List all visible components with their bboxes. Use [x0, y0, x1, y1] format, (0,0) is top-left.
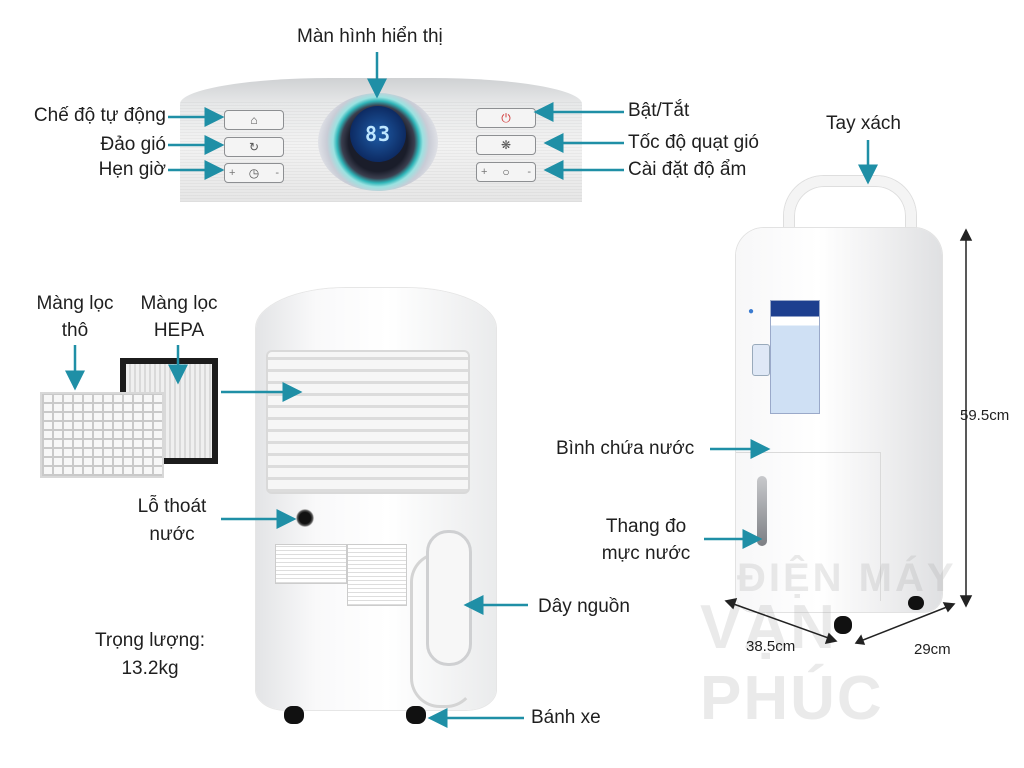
power-button[interactable]: ⏻: [476, 108, 536, 128]
cord-holder: [426, 530, 472, 666]
water-tank-outline: [736, 452, 881, 601]
label-level-gauge-2: mực nước: [601, 543, 691, 564]
display-screen: 83: [350, 106, 406, 162]
label-fan-speed: Tốc độ quạt gió: [628, 132, 759, 153]
wheel-left: [284, 706, 304, 724]
wheel-front: [834, 616, 852, 634]
humidity-button[interactable]: +○-: [476, 162, 536, 182]
watermark-line-1: ĐIỆN MÁY: [737, 556, 957, 600]
label-swing: Đảo gió: [100, 134, 167, 155]
label-water-tank: Bình chứa nước: [556, 438, 695, 459]
dimension-height: 59.5cm: [960, 407, 1010, 424]
coarse-filter-image: [40, 392, 164, 478]
drain-hole: [296, 509, 314, 527]
label-weight-1: Trọng lượng:: [94, 630, 206, 651]
brand-logo: ●: [748, 306, 755, 317]
wheel-right: [406, 706, 426, 724]
dehumidifier-side: [736, 228, 942, 612]
water-level-window: [757, 476, 767, 546]
label-hepa-filter-2: HEPA: [153, 320, 205, 341]
label-weight-2: 13.2kg: [121, 658, 179, 679]
label-auto-mode: Chế độ tự động: [33, 105, 166, 126]
label-coarse-filter-1: Màng lọc: [36, 293, 114, 314]
auto-mode-button[interactable]: ⌂: [224, 110, 284, 130]
label-humidity-setting: Cài đặt độ ẩm: [628, 159, 747, 180]
product-poster: [770, 300, 820, 414]
swing-button[interactable]: ↻: [224, 137, 284, 157]
side-badge: [752, 344, 770, 376]
label-hepa-filter-1: Màng lọc: [140, 293, 218, 314]
label-power: Bật/Tắt: [628, 100, 690, 121]
label-drain-2: nước: [149, 524, 195, 545]
label-coarse-filter-2: thô: [61, 320, 89, 341]
fan-speed-button[interactable]: ❋: [476, 135, 536, 155]
dimension-width: 38.5cm: [746, 638, 796, 655]
label-timer: Hẹn giờ: [98, 159, 166, 180]
label-level-gauge-1: Thang đo: [605, 516, 687, 537]
spec-sticker: [275, 544, 347, 584]
carry-handle: [784, 176, 916, 256]
air-intake-grille: [266, 350, 470, 494]
watermark-line-2: VẠN PHÚC: [700, 593, 884, 733]
label-wheels: Bánh xe: [531, 707, 601, 728]
dimension-depth: 29cm: [914, 641, 951, 658]
info-sticker: [347, 544, 407, 606]
label-drain-1: Lỗ thoát: [137, 496, 207, 517]
label-handle: Tay xách: [826, 113, 901, 134]
label-power-cord: Dây nguồn: [538, 596, 630, 617]
label-display: Màn hình hiển thị: [297, 26, 443, 47]
timer-button[interactable]: +◷-: [224, 163, 284, 183]
